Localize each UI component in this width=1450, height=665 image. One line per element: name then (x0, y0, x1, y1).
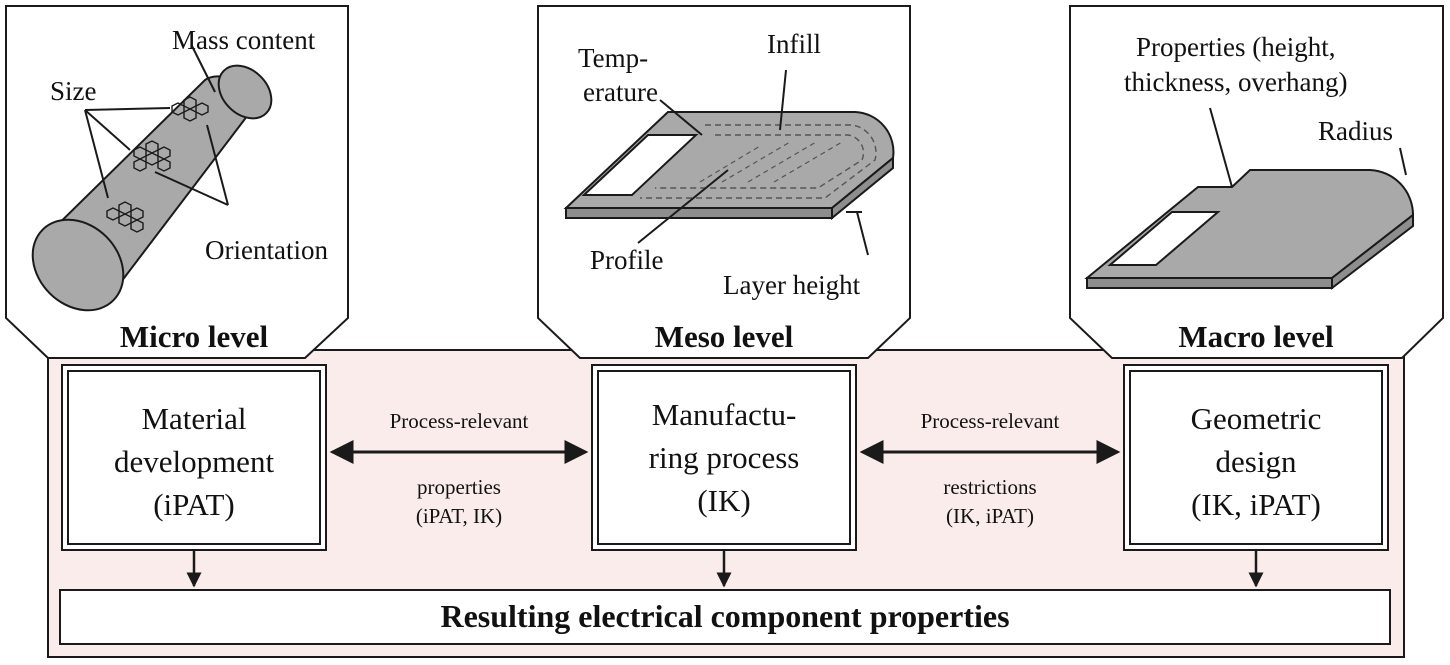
temperature-label-line2: erature (583, 77, 658, 107)
properties-label-line1: Properties (height, (1136, 32, 1336, 62)
manufacturing-title-line1: Manufactu- (651, 397, 797, 432)
material-title-line3: (iPAT) (153, 486, 235, 522)
right-relation-top: Process-relevant (920, 409, 1060, 433)
macro-part-illustration (1084, 107, 1415, 291)
micro-level-label: Micro level (119, 319, 269, 354)
material-development-title: Material development (iPAT) (68, 398, 320, 526)
right-relation-bottom-line1: restrictions (943, 475, 1037, 499)
properties-label-line2: thickness, overhang) (1124, 67, 1348, 97)
geometric-title-line3: (IK, iPAT) (1191, 486, 1321, 522)
manufacturing-title-line3: (IK) (697, 482, 751, 518)
manufacturing-process-box (591, 364, 857, 551)
material-title-line1: Material (141, 401, 247, 436)
size-label: Size (50, 76, 97, 106)
geometric-design-title: Geometric design (IK, iPAT) (1130, 398, 1382, 526)
mass-content-label: Mass content (172, 25, 316, 55)
material-development-box (61, 364, 327, 551)
layer-height-label: Layer height (723, 270, 861, 300)
material-title-line2: development (113, 443, 275, 479)
manufacturing-process-title: Manufactu- ring process (IK) (598, 394, 850, 522)
profile-label: Profile (590, 245, 664, 275)
left-relation-top: Process-relevant (389, 409, 529, 433)
temperature-label-line1: Temp- (578, 43, 649, 73)
orientation-label: Orientation (205, 235, 328, 265)
radius-label: Radius (1318, 116, 1394, 146)
manufacturing-title-line2: ring process (648, 439, 800, 475)
meso-level-label: Meso level (654, 319, 794, 354)
left-relation-bottom-line1: properties (417, 475, 501, 499)
fiber-illustration (31, 45, 273, 312)
geometric-title-line1: Geometric (1190, 401, 1322, 436)
infill-label: Infill (767, 29, 821, 59)
meso-part-illustration (563, 69, 895, 256)
result-label: Resulting electrical component propertie… (440, 598, 1010, 634)
macro-level-label: Macro level (1178, 319, 1334, 354)
left-relation-bottom-line2: (iPAT, IK) (415, 504, 503, 528)
geometric-title-line2: design (1215, 443, 1297, 479)
result-box (59, 589, 1391, 645)
right-relation-bottom-line2: (IK, iPAT) (946, 504, 1034, 528)
